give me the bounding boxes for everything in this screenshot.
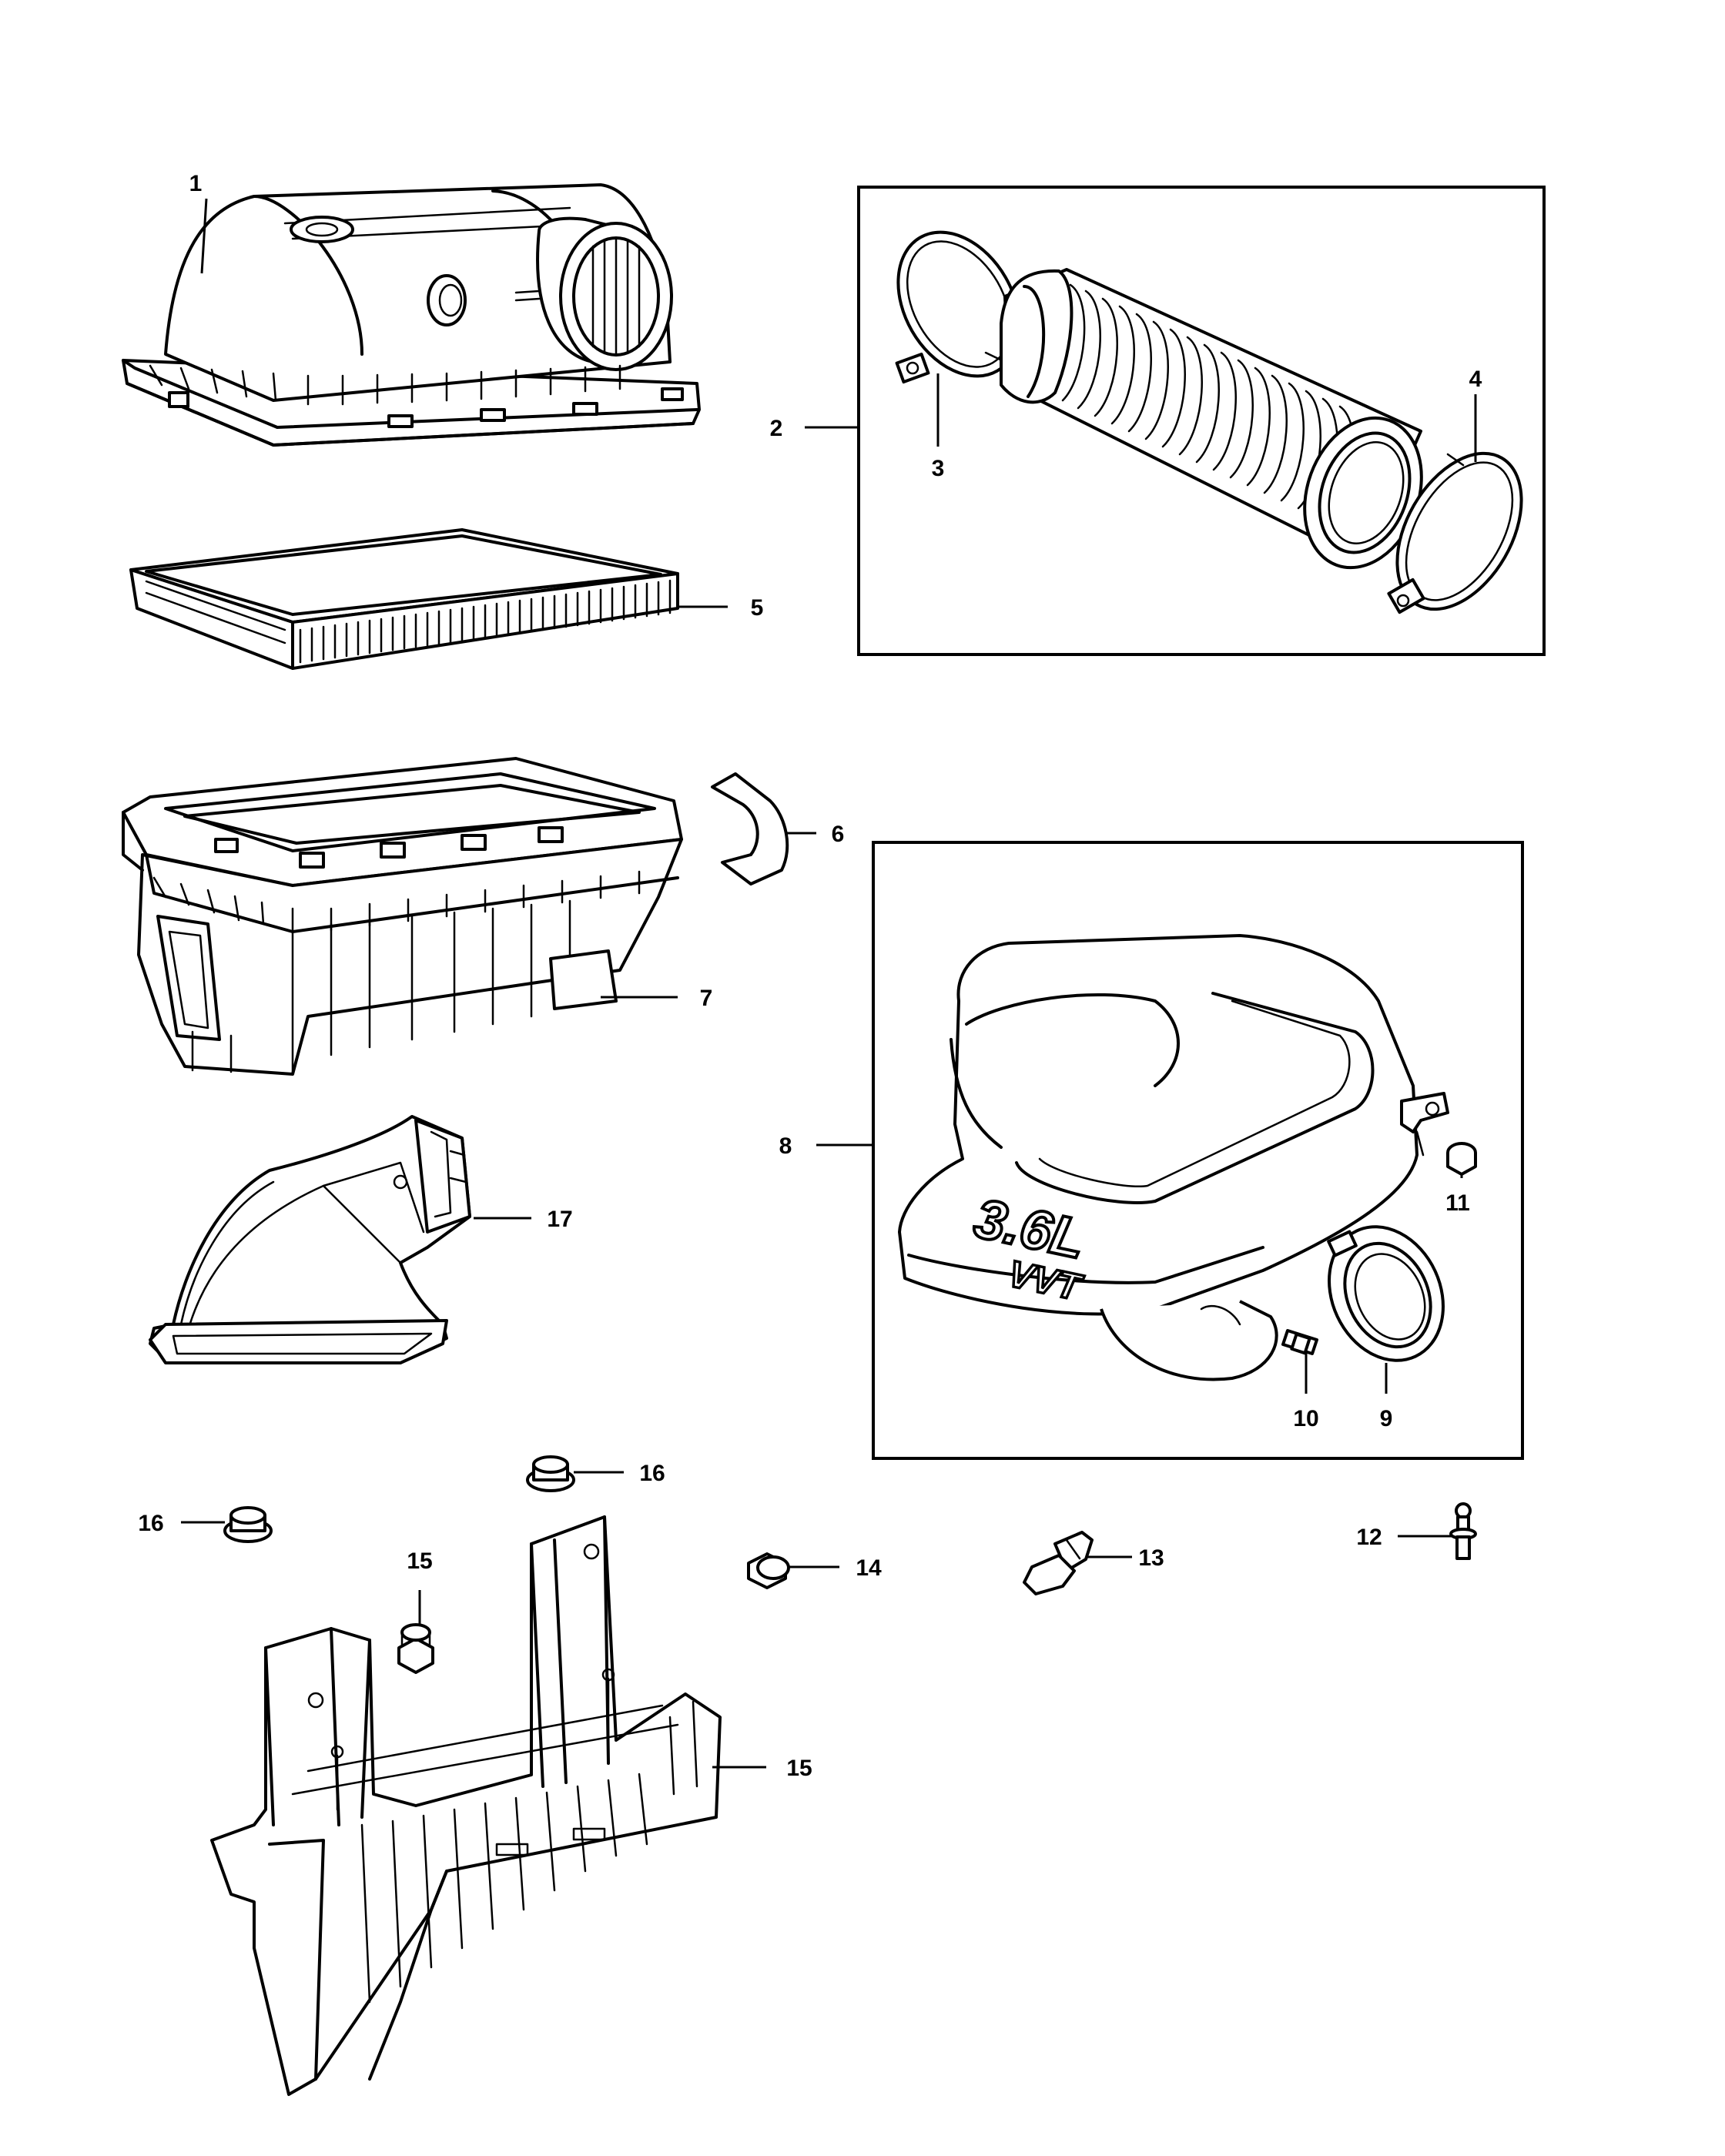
callout-5: 5 (751, 595, 764, 621)
callout-12: 12 (1356, 1525, 1382, 1550)
hose-clamp-outlet (1387, 451, 1523, 614)
callout-8: 8 (779, 1133, 792, 1159)
callout-4: 4 (1469, 367, 1482, 392)
callout-6: 6 (832, 822, 845, 847)
callout-3: 3 (932, 456, 945, 481)
grommet-11 (1446, 1142, 1477, 1176)
callout-7: 7 (700, 986, 713, 1011)
air-duct-hose (1000, 268, 1423, 570)
air-cleaner-support-tray (210, 1515, 722, 2096)
nut-15-left (397, 1623, 434, 1674)
callout-15-left: 15 (407, 1548, 432, 1574)
grommet-16-left (223, 1506, 273, 1543)
callout-15-center: 14 (856, 1555, 882, 1581)
callout-13: 13 (1138, 1545, 1164, 1571)
air-cleaner-cover (122, 183, 701, 447)
fitting-10 (1281, 1329, 1318, 1355)
callout-14: 15 (786, 1756, 812, 1781)
frame-group-2 (857, 186, 1546, 656)
grommet-16-center (526, 1455, 575, 1492)
engine-cover-resonator: 3.6L VVT (898, 934, 1449, 1381)
callout-16-left: 16 (138, 1511, 163, 1536)
push-pin-13 (1023, 1531, 1094, 1595)
outlet-clamp-ring (1327, 1225, 1445, 1362)
nut-15-center (747, 1552, 790, 1589)
callout-17: 17 (547, 1207, 572, 1232)
air-intake-duct (149, 1115, 471, 1364)
air-filter-element (129, 528, 679, 670)
air-cleaner-housing (122, 757, 683, 1076)
ball-stud-12 (1449, 1502, 1477, 1560)
callout-10: 10 (1293, 1406, 1318, 1431)
callout-1: 1 (189, 171, 203, 196)
leader-line-1 (200, 198, 208, 274)
retaining-clip (711, 772, 789, 886)
frame-group-8 (872, 841, 1524, 1460)
callout-11: 11 (1445, 1190, 1470, 1216)
callout-16-center: 16 (639, 1461, 665, 1486)
callout-9: 9 (1380, 1406, 1393, 1431)
hose-clamp (895, 230, 1021, 384)
callout-2: 2 (770, 416, 783, 441)
